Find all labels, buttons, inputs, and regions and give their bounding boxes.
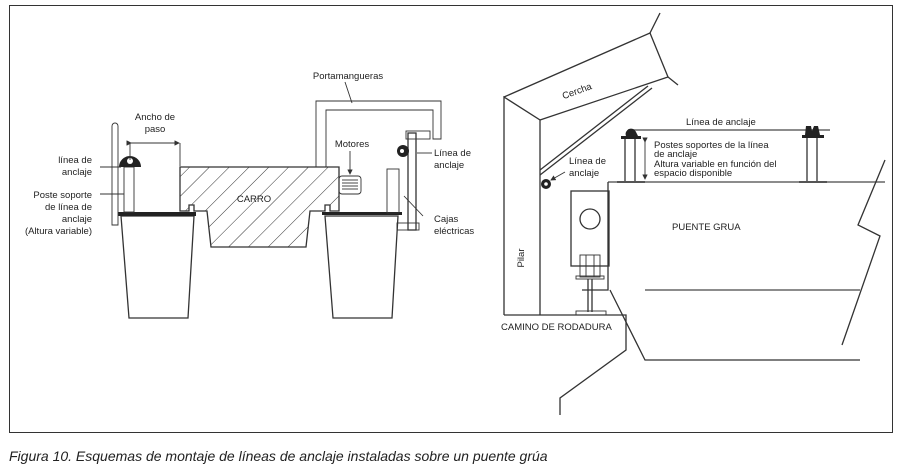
figure-frame	[9, 5, 893, 433]
left-diagram	[100, 81, 442, 319]
left-runway-beam	[120, 215, 195, 319]
label-linea-anclaje-right-1: Línea de	[434, 148, 471, 159]
label-poste-2: de línea de	[45, 202, 92, 213]
label-cajas-1: Cajas	[434, 214, 459, 225]
label-puente-grua: PUENTE GRUA	[672, 222, 741, 233]
electrical-box	[386, 168, 400, 214]
carro-body	[179, 166, 340, 248]
label-cercha: Cercha	[561, 81, 594, 102]
left-rail-plate	[118, 212, 196, 216]
figure-caption: Figura 10. Esquemas de montaje de líneas…	[9, 448, 548, 464]
label-linea-anclaje-top: Línea de anclaje	[686, 117, 756, 128]
cercha	[503, 32, 669, 121]
label-poste-3: anclaje	[62, 214, 92, 225]
label-camino-de-rodadura: CAMINO DE RODADURA	[501, 322, 613, 333]
right-runway-beam	[324, 215, 399, 319]
label-postes-2: de anclaje	[654, 149, 697, 160]
label-postes-4: espacio disponible	[654, 168, 732, 179]
pillar	[503, 95, 541, 315]
label-poste-4: (Altura variable)	[25, 226, 92, 237]
label-postes-1: Postes soportes de la línea	[654, 140, 769, 151]
left-bracket	[111, 122, 119, 226]
motor	[338, 175, 362, 195]
left-post	[123, 166, 135, 213]
label-cajas-2: eléctricas	[434, 226, 474, 237]
right-diagram	[503, 12, 886, 415]
end-carriage	[570, 190, 610, 267]
label-motores: Motores	[335, 139, 370, 150]
label-ancho-de-paso-1: Ancho de	[135, 112, 175, 123]
label-postes-3: Altura variable en función del	[654, 159, 777, 170]
label-carro: CARRO	[237, 194, 271, 205]
label-ancho-de-paso-2: paso	[145, 124, 166, 135]
label-pilar: Pilar	[516, 248, 527, 267]
label-portamangueras: Portamangueras	[313, 71, 383, 82]
brace	[539, 85, 649, 171]
portamangueras	[315, 100, 442, 167]
label-linea-anclaje-left-2: anclaje	[62, 167, 92, 178]
post-right	[799, 126, 827, 183]
label-linea-anclaje-pillar-2: anclaje	[569, 168, 599, 179]
post-left	[617, 128, 645, 183]
runway-base	[504, 314, 627, 415]
label-poste-1: Poste soporte	[33, 190, 92, 201]
label-linea-anclaje-pillar-1: Línea de	[569, 156, 606, 167]
label-linea-anclaje-left-1: línea de	[58, 155, 92, 166]
right-bracket	[407, 132, 417, 231]
wheel	[579, 208, 601, 230]
label-linea-anclaje-right-2: anclaje	[434, 160, 464, 171]
